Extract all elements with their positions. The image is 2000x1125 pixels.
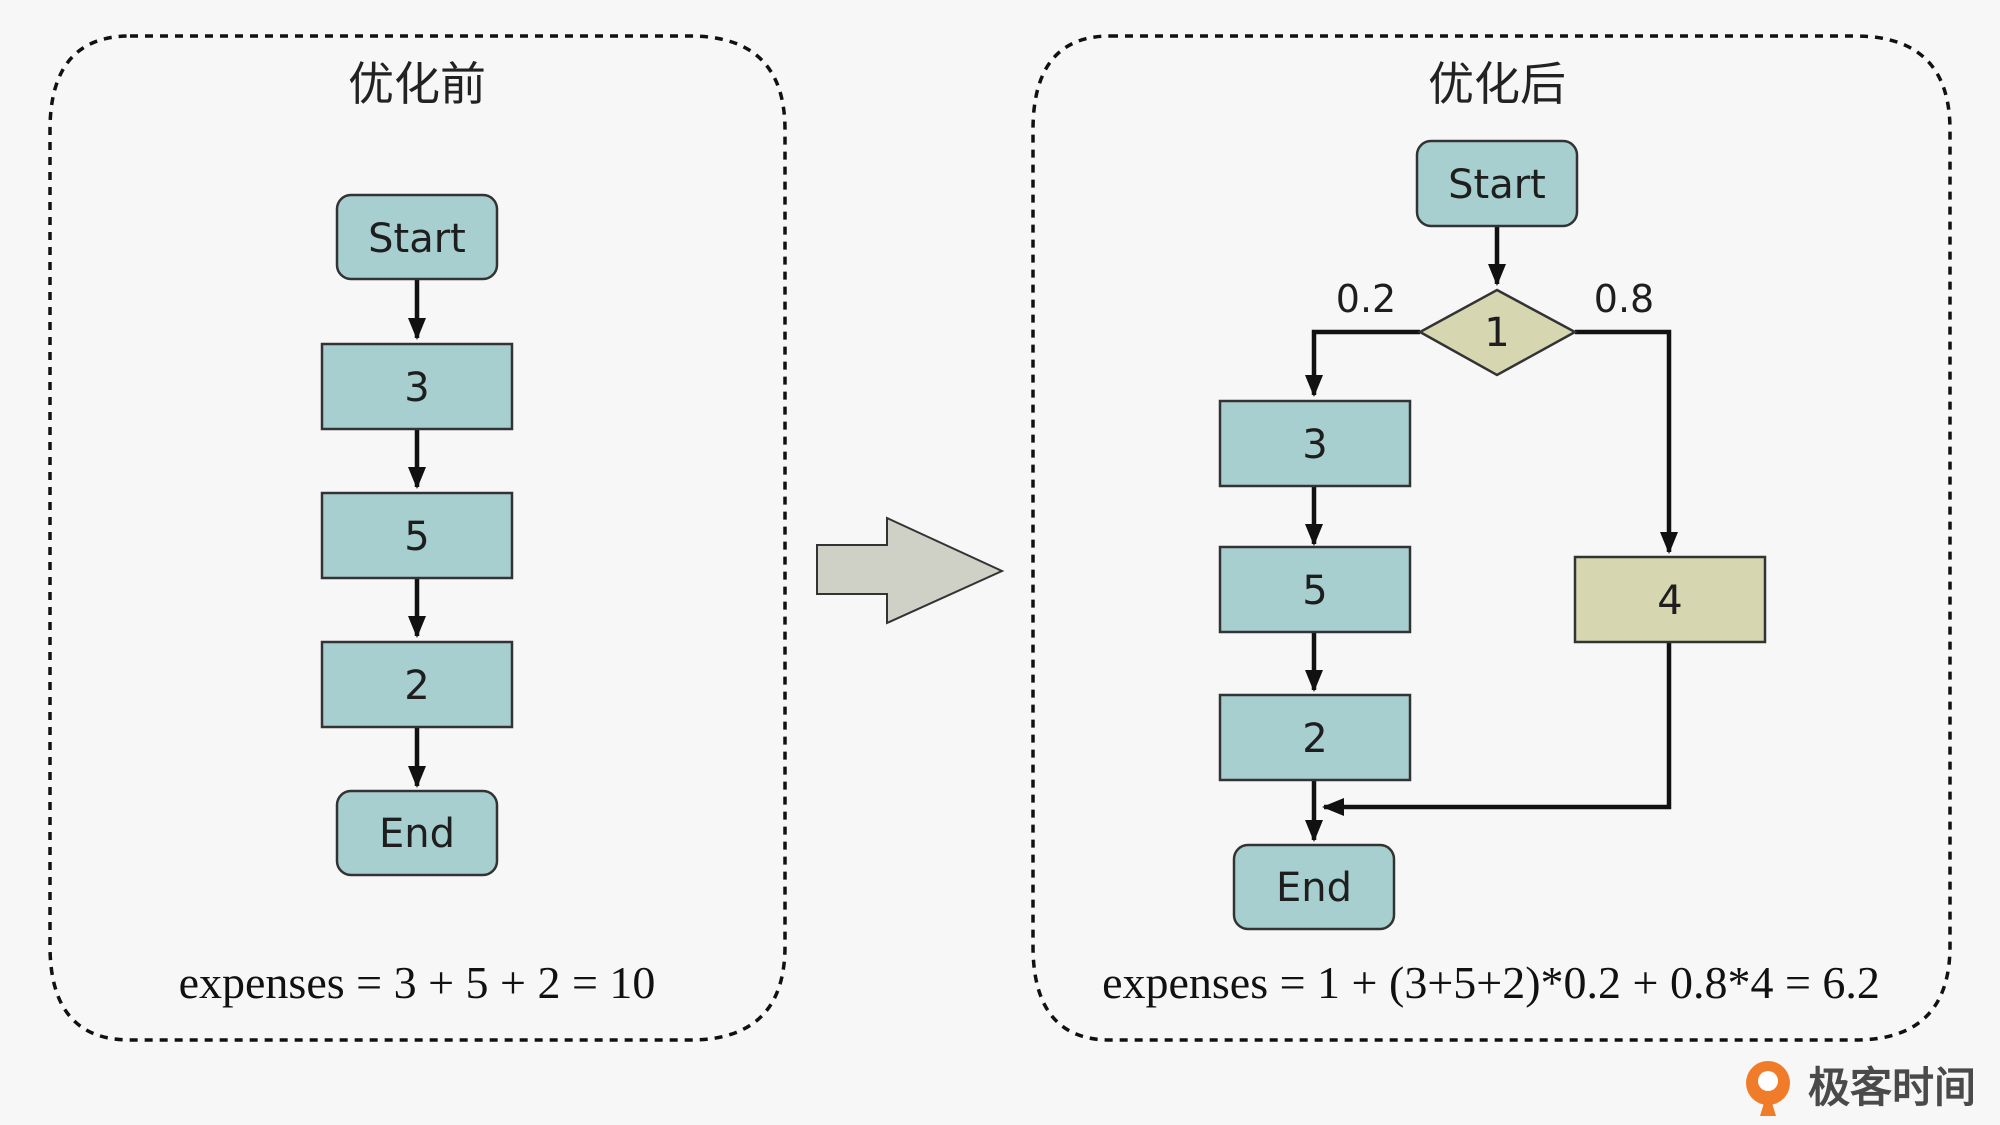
- transition-arrow: [816, 516, 1005, 625]
- svg-text:3: 3: [1302, 422, 1327, 468]
- edge-decision-4: [1575, 329, 1678, 554]
- svg-text:3: 3: [404, 365, 429, 411]
- after-frame: [1031, 34, 1952, 1042]
- svg-text:1: 1: [1484, 310, 1509, 356]
- before-node-5: 5: [320, 491, 514, 580]
- svg-text:Start: Start: [368, 216, 466, 262]
- brand-logo-icon: [1746, 1061, 1790, 1116]
- svg-text:Start: Start: [1448, 162, 1546, 208]
- after-start-node: Start: [1415, 139, 1579, 228]
- prob-right-label: 0.8: [1594, 277, 1654, 321]
- edge-decision-3: [1305, 329, 1420, 397]
- svg-text:2: 2: [1302, 716, 1327, 762]
- before-panel: 优化前 Start 3 5 2 End expenses = 3 + 5 + 2…: [48, 34, 787, 1042]
- brand-logo: 极客时间: [1746, 1061, 1976, 1116]
- svg-text:End: End: [1276, 865, 1352, 911]
- svg-text:5: 5: [1302, 568, 1327, 614]
- after-node-2: 2: [1218, 693, 1412, 782]
- brand-name: 极客时间: [1808, 1063, 1976, 1112]
- after-node-4: 4: [1573, 555, 1767, 644]
- before-node-2: 2: [320, 640, 514, 729]
- svg-text:4: 4: [1657, 578, 1682, 624]
- after-formula: expenses = 1 + (3+5+2)*0.2 + 0.8*4 = 6.2: [1102, 957, 1880, 1008]
- svg-text:2: 2: [404, 663, 429, 709]
- before-title: 优化前: [348, 57, 486, 111]
- before-formula: expenses = 3 + 5 + 2 = 10: [179, 957, 656, 1008]
- after-panel: 优化后 0.2 0.8 Start 1 3 5 2: [1031, 34, 1952, 1042]
- decision-node-1: 1: [1417, 288, 1578, 377]
- after-title: 优化后: [1428, 57, 1566, 111]
- after-node-3: 3: [1218, 399, 1412, 488]
- prob-left-label: 0.2: [1336, 277, 1396, 321]
- before-start-node: Start: [335, 193, 499, 281]
- after-end-node: End: [1232, 843, 1396, 931]
- svg-text:5: 5: [404, 514, 429, 560]
- before-frame: [48, 34, 787, 1042]
- svg-text:End: End: [379, 811, 455, 857]
- before-node-3: 3: [320, 342, 514, 431]
- edge-4-merge: [1322, 642, 1672, 816]
- after-node-5: 5: [1218, 545, 1412, 634]
- before-end-node: End: [335, 789, 499, 877]
